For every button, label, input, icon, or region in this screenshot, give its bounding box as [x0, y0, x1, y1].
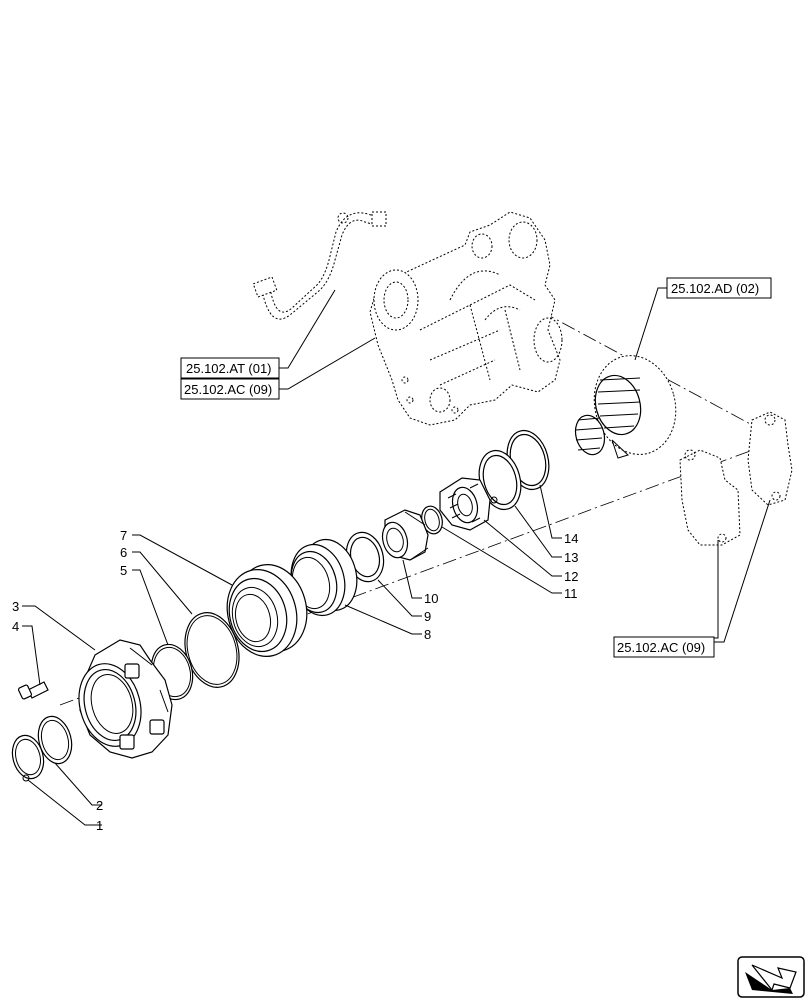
circlip-1 — [11, 734, 45, 782]
callout-6: 6 — [120, 545, 127, 560]
callout-10: 10 — [424, 591, 438, 606]
callout-7: 7 — [120, 528, 127, 543]
cover-3 — [78, 639, 173, 759]
o-ring-11 — [421, 505, 443, 535]
next-page-arrow-icon[interactable] — [737, 956, 805, 998]
callout-1: 1 — [96, 818, 103, 833]
ghost-brackets — [679, 411, 793, 546]
ref-label-ad-02: 25.102.AD (02) — [671, 281, 759, 296]
ref-label-ac-09-right: 25.102.AC (09) — [617, 640, 705, 655]
callout-8: 8 — [424, 627, 431, 642]
snap-ring-2 — [37, 715, 73, 765]
ref-box-ac-09-right[interactable]: 25.102.AC (09) — [613, 636, 715, 658]
ring-13 — [478, 449, 522, 511]
ref-label-ac-09-top: 25.102.AC (09) — [184, 382, 272, 397]
callout-13: 13 — [564, 550, 578, 565]
callout-14: 14 — [564, 531, 578, 546]
ref-box-ad-02[interactable]: 25.102.AD (02) — [666, 277, 772, 299]
callout-leaders — [22, 287, 771, 826]
bearing-7 — [226, 563, 308, 658]
callout-3: 3 — [12, 599, 19, 614]
bushing-10 — [381, 509, 429, 561]
callout-5: 5 — [120, 563, 127, 578]
callout-4: 4 — [12, 619, 19, 634]
bolt-4 — [17, 681, 49, 700]
callout-2: 2 — [96, 798, 103, 813]
ref-box-ac-09-top[interactable]: 25.102.AC (09) — [180, 378, 280, 400]
sleeve-12 — [439, 477, 491, 531]
hub-assembly — [574, 355, 677, 459]
callout-9: 9 — [424, 609, 431, 624]
ghost-housing — [369, 211, 563, 426]
ghost-pipe — [252, 211, 387, 320]
ref-label-at-01: 25.102.AT (01) — [186, 361, 272, 376]
callout-numbers: 1 2 3 4 5 6 7 8 9 10 11 12 13 14 — [12, 528, 578, 833]
callout-11: 11 — [564, 586, 578, 601]
ref-box-at-01[interactable]: 25.102.AT (01) — [180, 357, 280, 379]
callout-12: 12 — [564, 569, 578, 584]
